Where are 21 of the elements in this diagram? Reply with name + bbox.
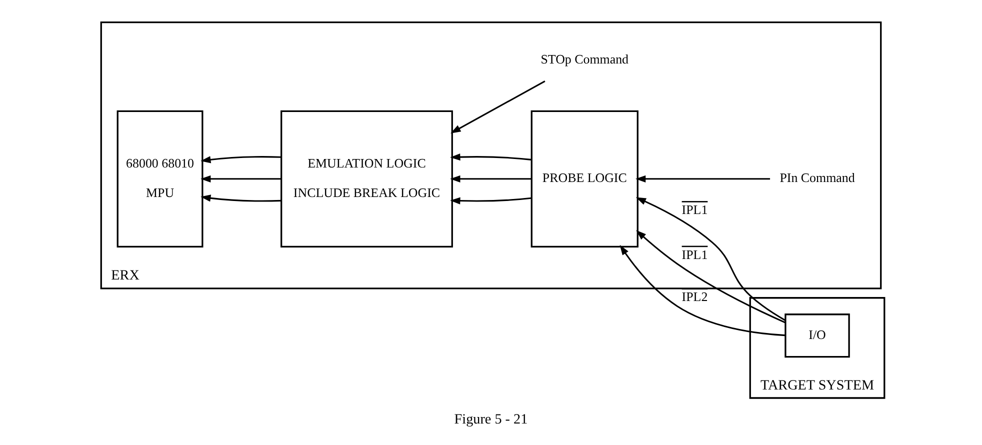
edge-label: IPL1 bbox=[682, 246, 708, 262]
node-text: PIn Command bbox=[780, 170, 855, 186]
edge-label: IPL2 bbox=[682, 289, 708, 304]
node-box: EMULATION LOGIC INCLUDE BREAK LOGIC bbox=[280, 110, 453, 248]
arrow bbox=[636, 230, 786, 324]
arrow bbox=[450, 153, 532, 161]
node-text: STOp Command bbox=[540, 51, 629, 66]
arrow bbox=[620, 244, 785, 336]
arrow bbox=[200, 194, 282, 202]
node-box: 68000 68010 MPU bbox=[116, 110, 204, 248]
edge-label: IPL1 bbox=[682, 202, 708, 218]
arrow bbox=[636, 197, 786, 322]
arrow bbox=[635, 175, 770, 182]
node-box: PROBE LOGIC bbox=[530, 110, 638, 248]
caption: Figure 5 - 21 bbox=[454, 411, 528, 428]
arrow bbox=[200, 156, 282, 164]
arrow bbox=[450, 80, 546, 134]
node-box: I/O bbox=[784, 314, 850, 358]
arrow bbox=[450, 197, 532, 204]
arrow bbox=[450, 175, 532, 182]
arrow bbox=[200, 175, 282, 182]
